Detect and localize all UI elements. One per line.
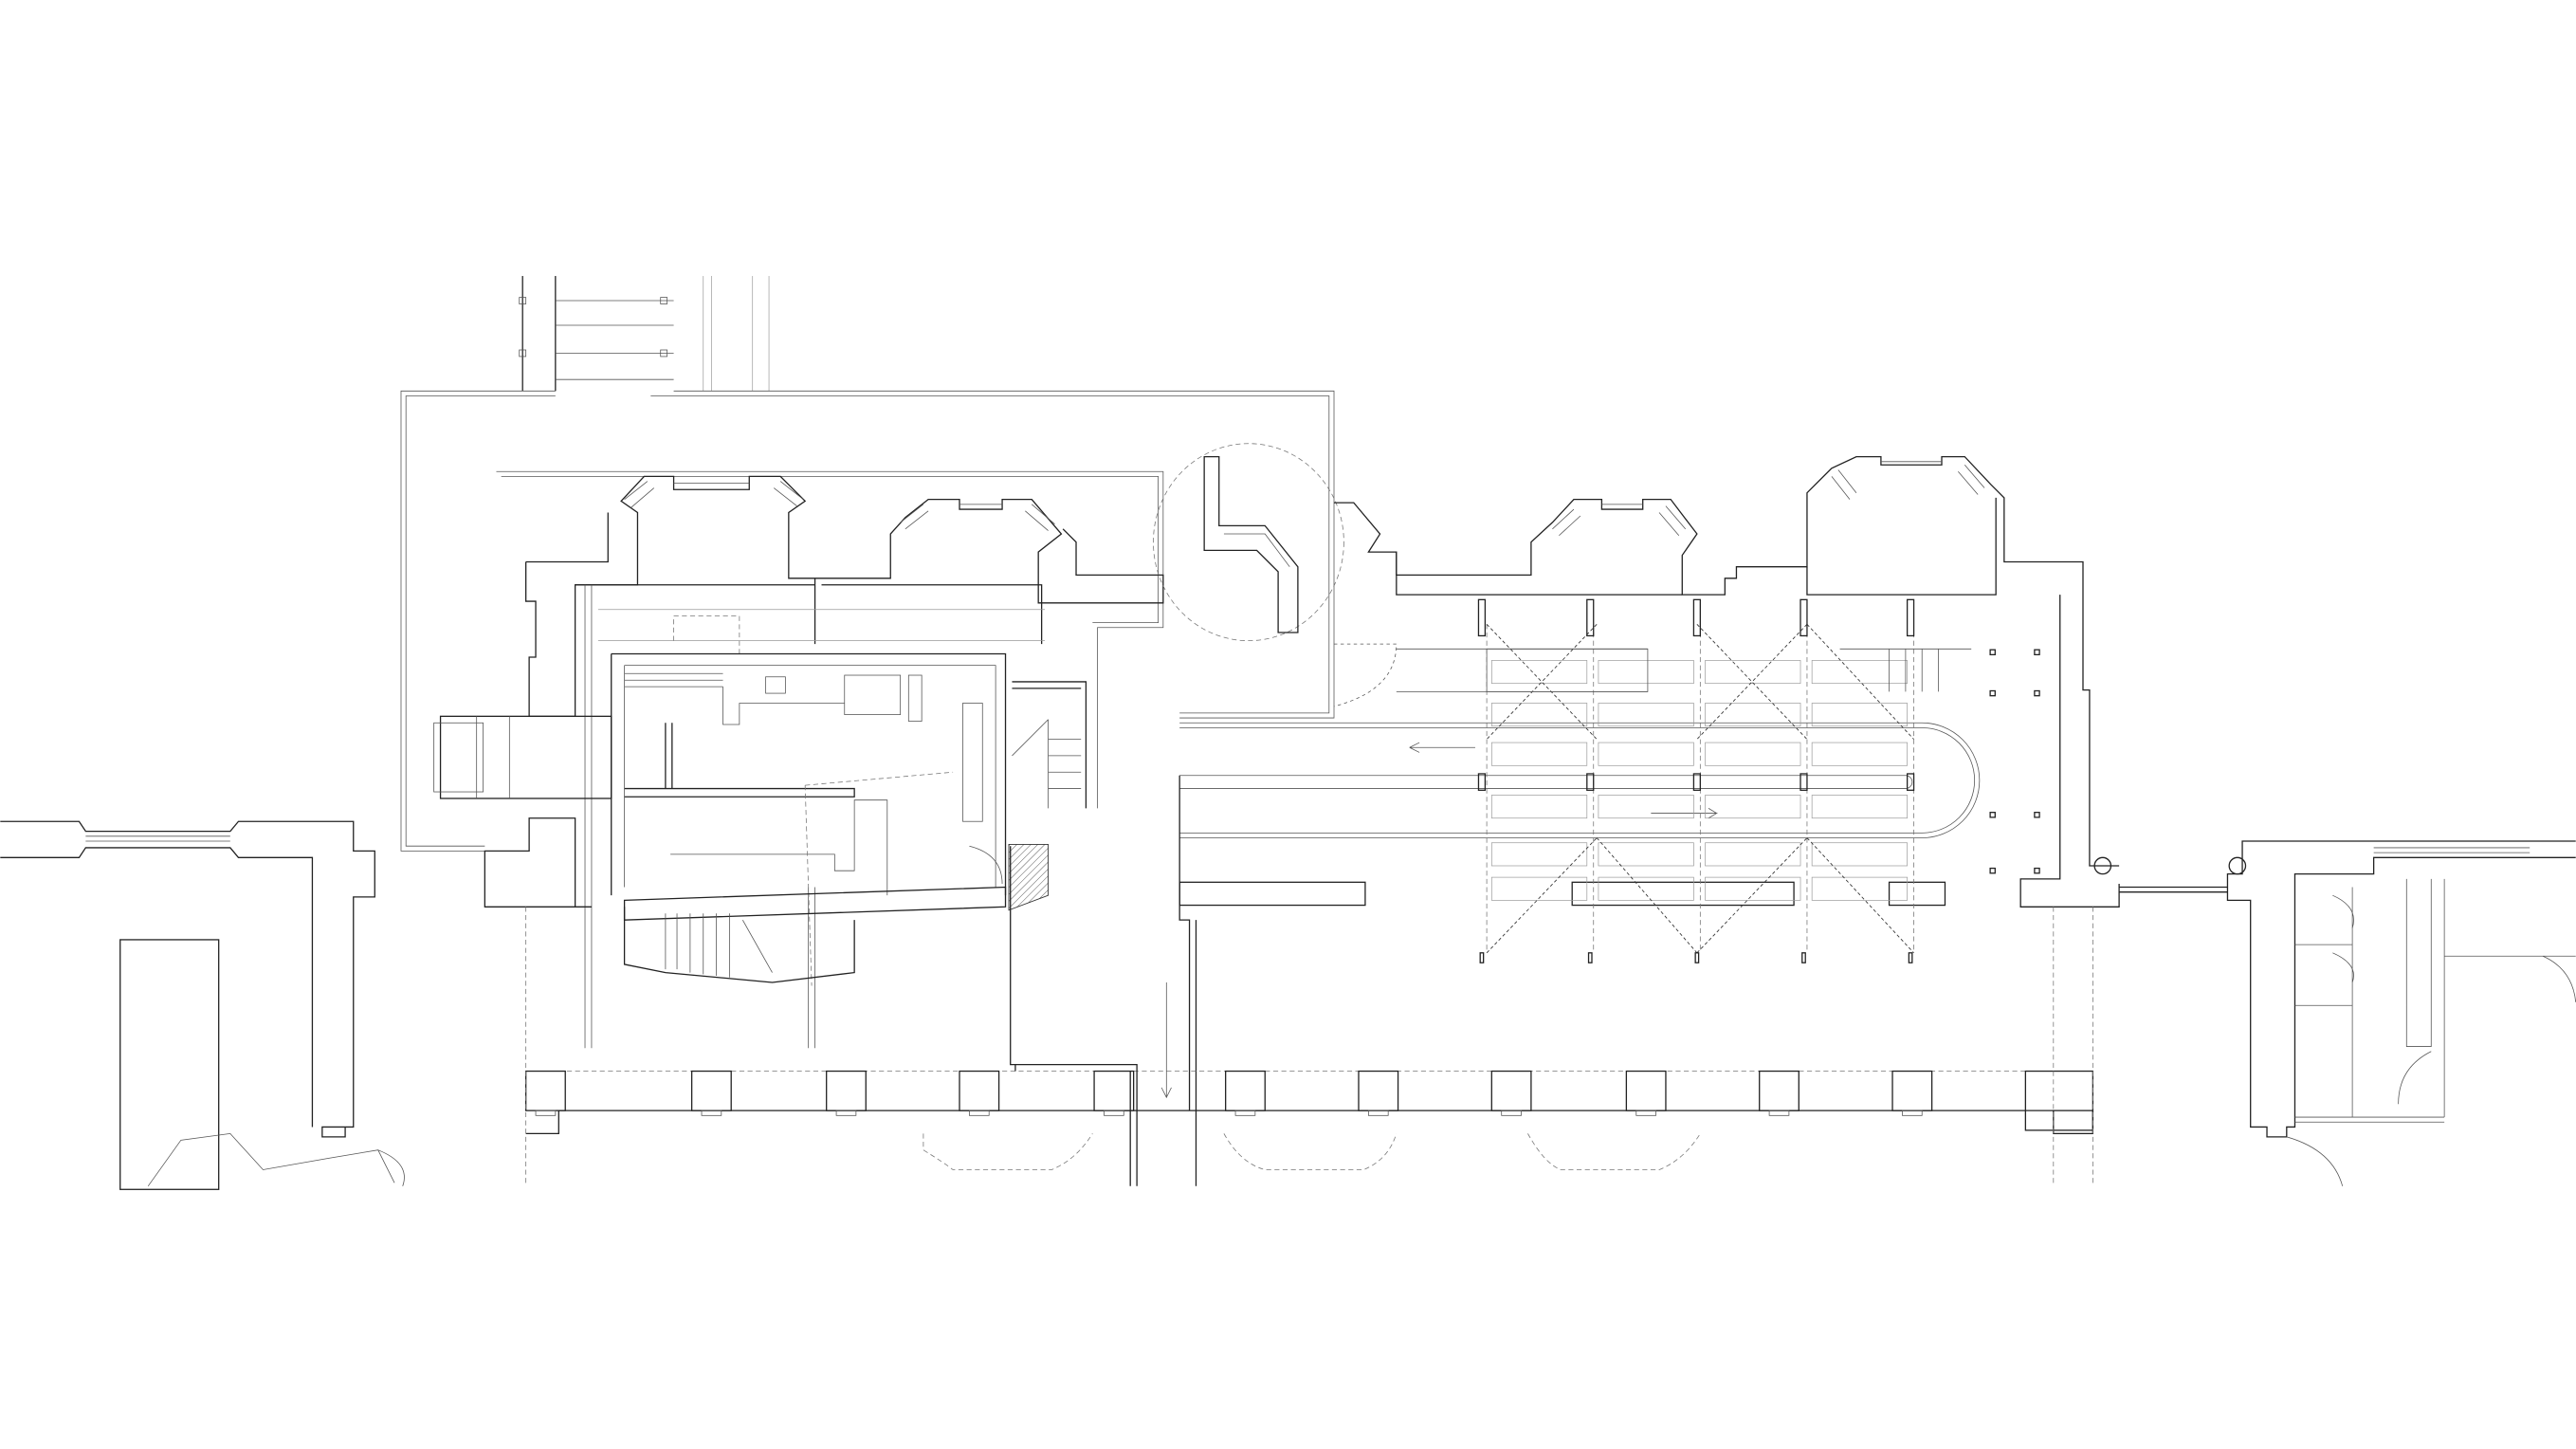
pier-base [969,1110,990,1116]
column-marker [1908,952,1913,963]
north-wall-west [484,475,1164,1049]
arcade-pier [1358,1070,1399,1111]
pier-base [1367,1110,1389,1116]
top-stairs [519,276,770,392]
escalator-hall [1178,598,2040,1186]
post [2034,812,2040,818]
grid-panel [1705,742,1801,766]
columns [1477,598,2040,963]
arcade-pier [1891,1070,1933,1111]
grid-panel [1598,703,1694,727]
column [1586,598,1595,637]
left-building [0,820,405,1190]
column [1906,598,1915,637]
arcade-piers [525,1070,1933,1116]
grid-panel [1490,842,1588,867]
south-arcade [525,846,2094,1186]
post [1989,812,1996,818]
rotunda [1153,443,1344,642]
grid-panel [1490,703,1588,727]
north-wall-east [1333,455,2228,908]
column [1692,773,1701,791]
site-boundary [400,390,1335,852]
post [1989,689,1996,697]
arcade-pier [1759,1070,1800,1111]
grid-panel [1598,795,1694,819]
pier-base [1902,1110,1923,1116]
grid-panel [1490,876,1588,901]
grid-panel [1811,660,1908,685]
grid-panel [1705,876,1801,901]
post [2034,867,2040,874]
grid-panel [1811,703,1908,727]
arcade-pier [826,1070,867,1111]
grid-panel [1490,795,1588,819]
column-marker [1801,952,1806,963]
grid-panel [1598,876,1694,901]
column [1477,598,1487,637]
column [1800,773,1808,791]
column [1477,773,1487,791]
arcade-pier [1093,1070,1135,1111]
grid-panel [1598,842,1694,867]
grid-panel [1705,660,1801,685]
grid-panel [1705,842,1801,867]
column [1692,598,1701,637]
column-marker [1587,952,1593,963]
column-marker [1479,952,1485,963]
pier-base [835,1110,857,1116]
grid-panel [1705,795,1801,819]
grid-panel [1705,703,1801,727]
pier-base [701,1110,722,1116]
grid-panel [1811,876,1908,901]
post [1989,867,1996,874]
post [1989,649,1996,656]
right-building [2226,840,2576,1186]
arcade-pier [525,1070,566,1111]
grid-panel [1811,742,1908,766]
pier-base [1768,1110,1790,1116]
pier-base [1104,1110,1124,1116]
grid-panel [1598,660,1694,685]
grid-panel [1490,660,1588,685]
column [1906,773,1915,791]
pier-base [1501,1110,1522,1116]
arcade-pier [959,1070,1000,1111]
column [1800,598,1808,637]
arcade-pier [690,1070,732,1111]
post [2034,649,2040,656]
column-marker [1694,952,1700,963]
central-room [611,652,1049,986]
pier-base [535,1110,557,1116]
pier-base [1234,1110,1256,1116]
arcade-pier [1625,1070,1667,1111]
arcade-pier [1490,1070,1532,1111]
grid-panel [1811,795,1908,819]
post [2034,689,2040,697]
arcade-pier [1225,1070,1266,1111]
grid-panel [1490,742,1588,766]
east-stair [1012,681,1087,809]
grid-panel [1811,842,1908,867]
pier-base [1635,1110,1656,1116]
grid-panel [1598,742,1694,766]
column [1586,773,1595,791]
